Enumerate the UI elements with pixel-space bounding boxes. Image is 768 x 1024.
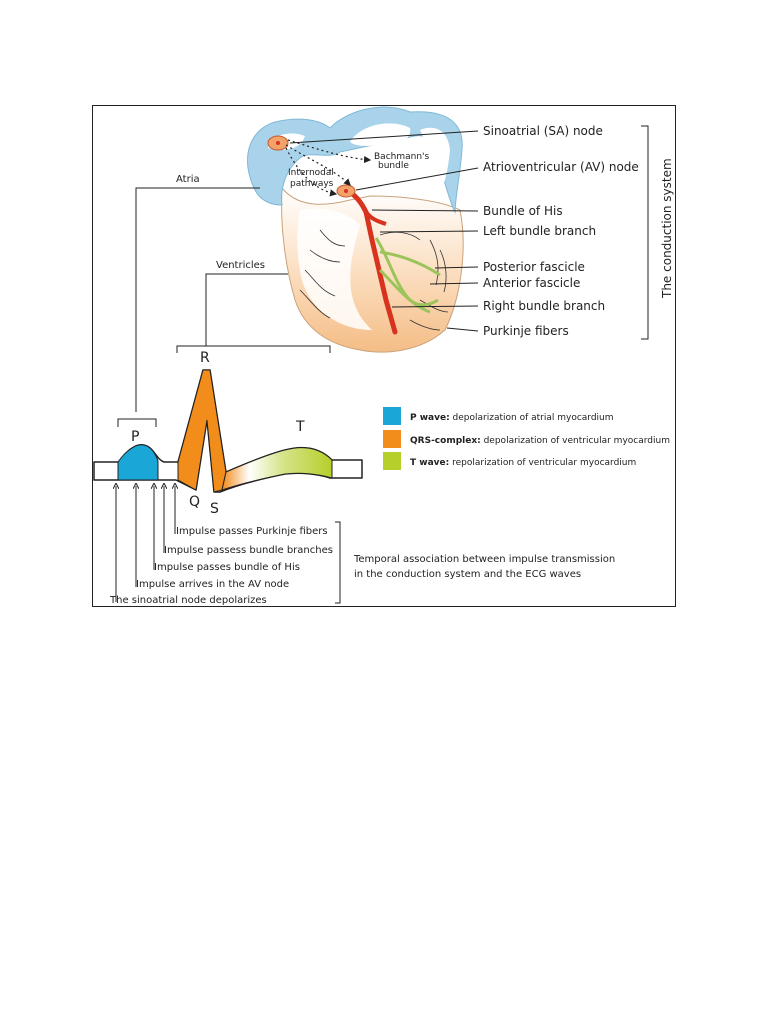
legend: P wave: depolarization of atrial myocard…	[383, 407, 670, 470]
ventricles-label: Ventricles	[216, 260, 265, 271]
fascicles	[374, 237, 441, 314]
p-wave-fill	[117, 444, 159, 481]
event-labels: Impulse passes Purkinje fibers Impulse p…	[109, 521, 615, 606]
right-bundle-label: Right bundle branch	[483, 299, 605, 313]
t-wave-fill	[221, 447, 333, 491]
event-bundle-his: Impulse passes bundle of His	[154, 562, 300, 573]
posterior-fascicle-label: Posterior fascicle	[483, 260, 585, 274]
legend-swatch-t	[383, 452, 401, 470]
caption-line-2: in the conduction system and the ECG wav…	[354, 569, 581, 580]
figure-frame	[92, 105, 676, 607]
bundle-his-label: Bundle of His	[483, 204, 563, 218]
ecg-trace	[93, 369, 363, 493]
legend-item-p: P wave: depolarization of atrial myocard…	[410, 413, 614, 423]
event-purkinje: Impulse passes Purkinje fibers	[176, 526, 328, 537]
heart-labels: Sinoatrial (SA) node Atrioventricular (A…	[288, 124, 674, 340]
p-wave-letter: P	[131, 429, 139, 445]
internodal-label-2: pathways	[290, 179, 334, 189]
legend-item-t: T wave: repolarization of ventricular my…	[410, 458, 636, 468]
av-node-label: Atrioventricular (AV) node	[483, 160, 639, 174]
purkinje-label: Purkinje fibers	[483, 324, 569, 338]
q-wave-letter: Q	[189, 494, 200, 510]
region-brackets: Atria Ventricles	[117, 174, 331, 427]
event-bundle-branches: Impulse passess bundle branches	[164, 545, 333, 556]
purkinje-fibers	[299, 229, 449, 331]
heart-illustration	[247, 106, 464, 353]
legend-swatch-qrs	[383, 430, 401, 448]
s-wave-letter: S	[210, 501, 219, 517]
legend-swatch-p	[383, 407, 401, 425]
event-sa-node: The sinoatrial node depolarizes	[109, 595, 267, 606]
atria-label: Atria	[176, 174, 200, 185]
event-arrows	[116, 486, 175, 602]
wave-letters: P R Q S T	[131, 350, 305, 517]
bachmann-label-2: bundle	[378, 161, 409, 171]
sa-node-label: Sinoatrial (SA) node	[483, 124, 603, 138]
bachmann-label: Bachmann's	[374, 152, 430, 162]
caption-line-1: Temporal association between impulse tra…	[353, 554, 615, 565]
legend-item-qrs: QRS-complex: depolarization of ventricul…	[410, 436, 670, 446]
anterior-fascicle-label: Anterior fascicle	[483, 276, 580, 290]
r-wave-letter: R	[200, 350, 210, 366]
conduction-system-label: The conduction system	[660, 158, 674, 299]
internodal-label: Internodal	[288, 168, 334, 178]
t-wave-letter: T	[295, 419, 305, 435]
qrs-fill	[177, 369, 227, 493]
left-bundle-label: Left bundle branch	[483, 224, 596, 238]
event-av-node: Impulse arrives in the AV node	[136, 579, 289, 590]
